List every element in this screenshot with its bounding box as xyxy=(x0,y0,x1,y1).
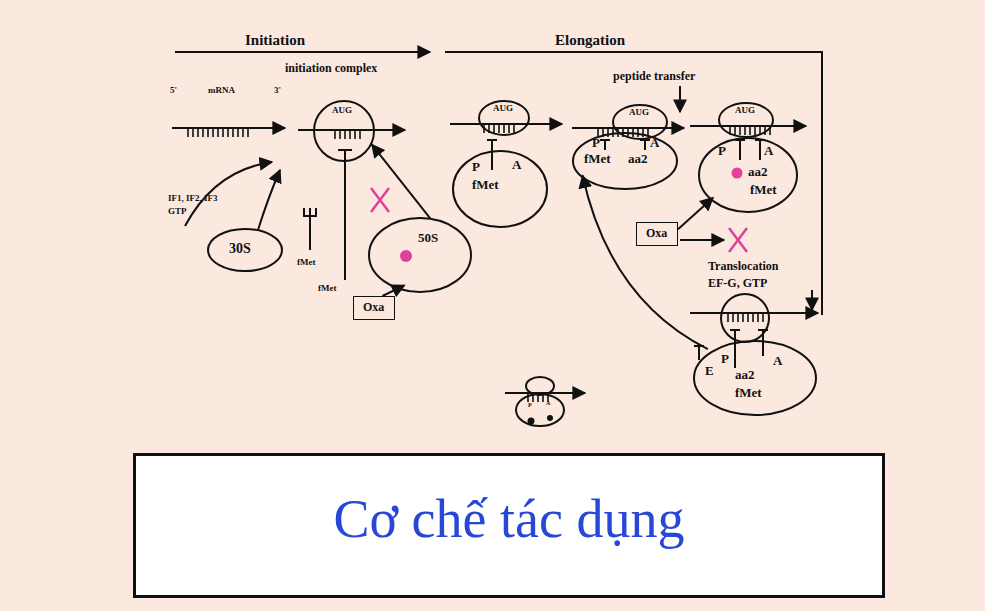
connector-arrow xyxy=(678,198,713,229)
node-text: aa2 xyxy=(735,368,755,382)
drug-box: Oxa xyxy=(353,296,395,320)
large-subunit: EPaa2 AfMet xyxy=(693,340,817,416)
node-text: P xyxy=(718,144,726,158)
node-text: fMet xyxy=(584,152,611,166)
amino-dot xyxy=(528,418,535,425)
node-text: P xyxy=(592,136,600,150)
annotation-label: peptide transfer xyxy=(613,70,695,83)
annotation-label: initiation complex xyxy=(285,62,377,75)
phase-bracket xyxy=(445,52,822,315)
small-subunit xyxy=(721,294,769,342)
oxa-site xyxy=(400,250,412,262)
annotation-label: IF1, IF2, IF3 xyxy=(168,194,218,204)
node-text: AUG xyxy=(493,104,513,114)
node-text: fMet xyxy=(735,386,762,400)
node-text: aa2 xyxy=(748,165,768,179)
small-subunit: AUG xyxy=(718,102,774,138)
large-subunit: P AfMet xyxy=(452,150,548,228)
annotation-label: 3' xyxy=(274,86,281,96)
large-subunit xyxy=(516,394,564,426)
node-text: AUG xyxy=(332,106,352,116)
connector-arrow xyxy=(583,176,708,350)
oxa-site xyxy=(732,168,743,179)
annotation-label: A xyxy=(546,400,550,407)
amino-dot xyxy=(547,415,553,421)
block-arrow xyxy=(680,239,724,241)
node-text: AUG xyxy=(735,106,755,116)
drug-box: Oxa xyxy=(636,222,678,246)
subunit-arrow xyxy=(258,170,280,230)
trna-symbol xyxy=(694,330,768,368)
trna-symbol xyxy=(735,140,765,160)
ribosome-subunit: 30S xyxy=(207,228,283,272)
annotation-label: P xyxy=(528,402,532,409)
mrna-line xyxy=(690,312,818,314)
annotation-label: fMet xyxy=(297,258,315,268)
annotation-label: EF-G, GTP xyxy=(708,277,767,290)
trna-symbol xyxy=(338,150,352,280)
node-text: fMet xyxy=(472,178,499,192)
caption: Cơ chế tác dụng xyxy=(136,488,882,550)
node-text: Oxa xyxy=(363,301,384,314)
peptide-arrow xyxy=(679,86,681,112)
subunit-outline xyxy=(452,150,548,228)
annotation-label: Translocation xyxy=(708,260,778,273)
node-text: E xyxy=(705,364,714,378)
node-text: aa2 xyxy=(628,152,648,166)
node-text: P xyxy=(721,352,729,366)
block-mark xyxy=(729,228,747,252)
annotation-label: fMet xyxy=(318,284,336,294)
node-text: fMet xyxy=(750,183,777,197)
node-text: A xyxy=(512,158,521,172)
annotation-label: Elongation xyxy=(555,32,625,49)
trna-symbol xyxy=(304,208,316,250)
large-subunit: P Aaa2 fMet xyxy=(698,137,798,213)
small-subunit: AUG xyxy=(478,100,530,136)
node-text: A xyxy=(650,136,659,150)
ribosome-subunit: 50S xyxy=(368,217,472,293)
trna-symbol xyxy=(487,140,497,170)
codon-ticks xyxy=(188,124,770,402)
annotation-label: GTP xyxy=(168,207,187,217)
caption-box: Cơ chế tác dụng xyxy=(133,453,885,598)
node-text: 50S xyxy=(418,231,438,245)
mrna-line xyxy=(450,123,562,125)
node-text: 30S xyxy=(229,241,251,256)
translocation-arrow xyxy=(811,290,813,310)
large-subunit: P AfMet aa2 xyxy=(572,132,678,190)
subunit-outline xyxy=(368,217,472,293)
node-text: A xyxy=(764,144,773,158)
annotation-label: 5' xyxy=(170,86,177,96)
annotation-label: Initiation xyxy=(245,32,305,49)
node-text: A xyxy=(773,354,782,368)
node-text: AUG xyxy=(629,108,649,118)
small-subunit xyxy=(526,377,554,395)
annotation-label: mRNA xyxy=(208,86,235,96)
connector-arrow xyxy=(372,145,431,219)
trna-symbol xyxy=(600,140,650,150)
initiation-complex: AUG xyxy=(313,100,375,162)
phase-arrow xyxy=(175,51,430,53)
node-text: Oxa xyxy=(646,227,667,240)
block-mark xyxy=(371,188,389,212)
mrna-line xyxy=(690,125,806,127)
node-text: P xyxy=(472,160,480,174)
